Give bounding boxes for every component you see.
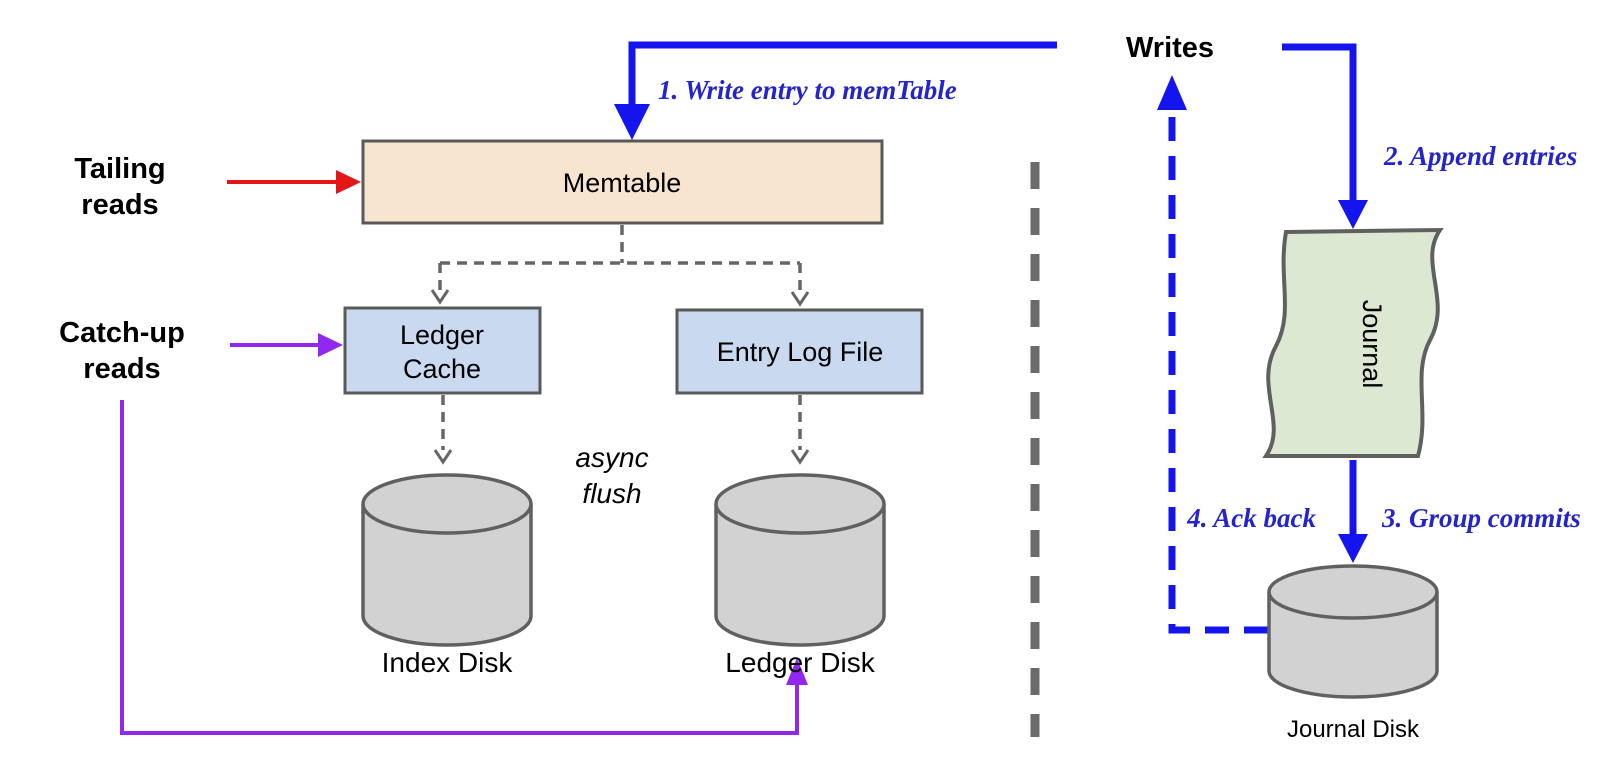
write-path-to-memtable <box>614 41 1057 140</box>
journal-disk-body <box>1267 592 1439 699</box>
memtable-flush-connectors <box>438 225 802 450</box>
arrowhead-into-writes-icon <box>1157 75 1187 110</box>
index-disk-body <box>361 504 533 647</box>
arrowhead-into-journal-icon <box>1338 200 1368 229</box>
write-path-to-journal <box>1282 43 1368 229</box>
async-flush-note-line1: async <box>575 442 648 473</box>
step4-label: 4. Ack back <box>1186 503 1316 533</box>
entry-log-file-box <box>675 308 924 395</box>
ledger-disk-body <box>714 504 886 647</box>
memtable-label: Memtable <box>563 168 682 198</box>
ledger-cache-label-line2: Cache <box>403 354 481 384</box>
journal-disk-label: Journal Disk <box>1287 716 1420 743</box>
arrowhead-up-ledger-disk-icon <box>786 658 808 685</box>
catchup-reads-label-line1: Catch-up <box>59 317 185 349</box>
index-disk-label: Index Disk <box>382 647 514 678</box>
journal-disk-node: Journal Disk <box>1267 564 1439 743</box>
ledger-disk-top <box>714 473 886 535</box>
index-disk-node: Index Disk <box>361 473 533 678</box>
arrowhead-entry-log-icon <box>790 291 810 307</box>
arrowhead-into-journal-disk-icon <box>1338 534 1368 563</box>
entry-log-file-node: Entry Log File <box>675 308 924 395</box>
group-commit-arrow <box>1338 460 1368 563</box>
tailing-reads-label-line2: reads <box>81 189 158 221</box>
writes-label: Writes <box>1126 32 1214 64</box>
journal-node: Journal <box>1262 227 1444 458</box>
step1-label: 1. Write entry to memTable <box>658 75 957 105</box>
journal-label: Journal <box>1357 300 1387 389</box>
arrowhead-catchup-icon <box>318 333 343 357</box>
journal-shape <box>1262 227 1444 458</box>
ledger-cache-node: Ledger Cache <box>343 306 542 395</box>
append-path-line <box>1282 43 1357 200</box>
journal-disk-top <box>1267 564 1439 620</box>
memtable-node: Memtable <box>361 139 884 225</box>
memtable-box <box>361 139 884 225</box>
arrowhead-ledger-disk-icon <box>790 449 810 465</box>
index-disk-top <box>361 473 533 535</box>
arrowhead-into-memtable-icon <box>614 104 650 140</box>
step3-label: 3. Group commits <box>1381 503 1581 533</box>
gray-arrowheads <box>430 289 810 465</box>
arrowhead-tailing-icon <box>336 170 361 194</box>
catchup-to-ledger-disk-path <box>120 400 808 735</box>
catchup-long-line <box>120 400 799 735</box>
ack-back-path <box>1157 75 1268 634</box>
ledger-disk-label: Ledger Disk <box>725 647 875 678</box>
entry-log-file-label: Entry Log File <box>717 337 884 367</box>
arrowhead-index-disk-icon <box>433 449 453 465</box>
ledger-cache-label-line1: Ledger <box>400 320 484 350</box>
step2-label: 2. Append entries <box>1383 141 1577 171</box>
tailing-reads-arrow <box>227 170 361 194</box>
ledger-cache-box <box>343 306 542 395</box>
arrowhead-ledger-cache-icon <box>430 289 450 305</box>
ack-back-dashed-line <box>1168 110 1268 634</box>
ledger-disk-node: Ledger Disk <box>714 473 886 678</box>
catchup-reads-arrow <box>230 333 343 357</box>
write-path-line <box>628 41 1057 106</box>
tailing-reads-label-line1: Tailing <box>74 153 165 185</box>
catchup-reads-label-line2: reads <box>83 353 160 385</box>
async-flush-note-line2: flush <box>582 478 641 509</box>
